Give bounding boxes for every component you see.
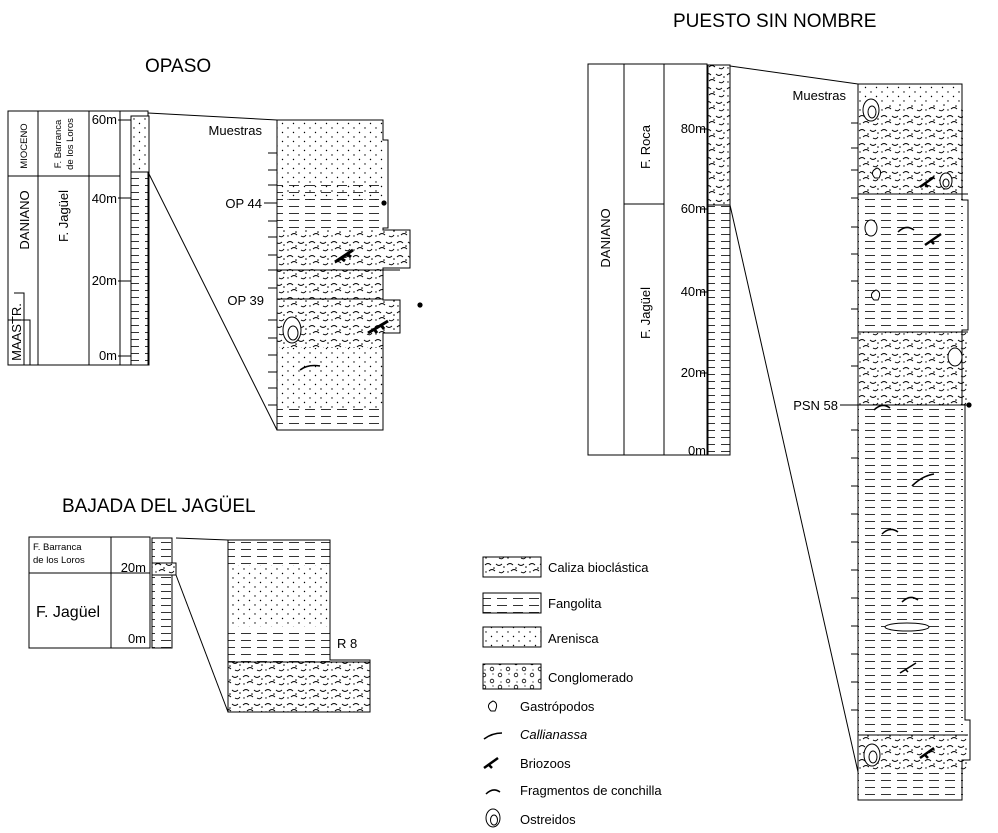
puesto-correlation-lines xyxy=(729,65,859,773)
oyster-icon xyxy=(282,316,302,344)
shell-fragment-icon xyxy=(897,226,915,233)
opaso-sample-op44: OP 44 xyxy=(225,196,262,211)
opaso-sample-op39: OP 39 xyxy=(227,293,264,308)
bryozoan-icon xyxy=(899,662,917,674)
legend-label-gastropodos: Gastrópodos xyxy=(520,699,595,714)
opaso-daniano-label: DANIANO xyxy=(17,190,32,249)
bajada-column-summary xyxy=(28,536,177,649)
puesto-tick-20: 20m xyxy=(681,365,706,380)
bajada-jaguel-label: F. Jagüel xyxy=(36,604,100,621)
oyster-icon xyxy=(939,172,953,190)
opaso-jaguel-label: F. Jagüel xyxy=(56,190,71,242)
legend-label-briozoos: Briozoos xyxy=(520,756,571,771)
gastropod-icon xyxy=(487,700,498,712)
callianassa-icon xyxy=(299,364,321,371)
opaso-tick-60: 60m xyxy=(92,112,117,127)
legend-swatch-conglomerado xyxy=(482,663,542,690)
bajada-tick-20: 20m xyxy=(121,560,146,575)
legend-swatch-arenisca xyxy=(482,626,542,648)
oyster-icon xyxy=(947,347,963,367)
puesto-detailed-column xyxy=(857,83,971,801)
legend-label-arenisca: Arenisca xyxy=(548,631,599,646)
puesto-daniano-label: DANIANO xyxy=(598,208,613,267)
shell-fragment-icon xyxy=(873,404,891,411)
bajada-correlation-lines xyxy=(175,537,229,713)
legend-label-fangolita: Fangolita xyxy=(548,596,602,611)
legend-label-conglomerado: Conglomerado xyxy=(548,670,633,685)
bryozoan-icon xyxy=(334,248,354,264)
legend: Caliza bioclástica Fangolita Arenisca Co… xyxy=(482,556,662,828)
shell-fragment-icon xyxy=(881,528,899,535)
puesto-muestras-label: Muestras xyxy=(793,88,847,103)
legend-label-fragmentos: Fragmentos de conchilla xyxy=(520,783,662,798)
puesto-sample-psn58: PSN 58 xyxy=(793,398,838,413)
bajada-sample-r8: R 8 xyxy=(337,636,357,651)
bryozoan-icon xyxy=(919,746,935,760)
legend-swatch-caliza xyxy=(482,556,542,578)
opaso-mioceno-label: MIOCENO xyxy=(19,123,30,168)
puesto-jaguel-label: F. Jagüel xyxy=(638,287,653,339)
puesto-sample-dot xyxy=(966,402,972,408)
oyster-icon xyxy=(864,219,878,237)
legend-label-ostreidos: Ostreidos xyxy=(520,812,576,827)
opaso-muestras-label: Muestras xyxy=(209,123,263,138)
bajada-detailed-column xyxy=(227,539,371,713)
oyster-icon xyxy=(862,98,880,122)
gastropod-icon xyxy=(870,289,881,301)
callianassa-icon xyxy=(483,732,503,740)
opaso-detailed-column xyxy=(276,119,411,431)
opaso-maastr-label: MAASTR. xyxy=(9,303,24,361)
bryozoan-icon xyxy=(483,756,499,770)
opaso-tick-0: 0m xyxy=(99,348,117,363)
puesto-column-summary xyxy=(587,63,731,456)
opaso-title: OPASO xyxy=(145,56,211,77)
opaso-tick-40: 40m xyxy=(92,191,117,206)
puesto-tick-60: 60m xyxy=(681,201,706,216)
bajada-barranca-label-2: de los Loros xyxy=(33,555,85,566)
legend-label-caliza: Caliza bioclástica xyxy=(548,560,649,575)
opaso-correlation-lines xyxy=(147,112,278,431)
opaso-barranca-label-2: de los Loros xyxy=(65,118,76,170)
bryozoan-icon xyxy=(367,319,389,335)
gastropod-icon xyxy=(871,167,882,179)
puesto-tick-0: 0m xyxy=(688,443,706,458)
legend-swatch-fangolita xyxy=(482,592,542,614)
puesto-roca-label: F. Roca xyxy=(638,124,653,169)
opaso-sample-dot xyxy=(381,200,387,206)
opaso-column-summary xyxy=(7,110,150,366)
oyster-icon xyxy=(485,808,501,828)
shell-fragment-icon xyxy=(485,789,501,795)
legend-label-callianassa: Callianassa xyxy=(520,727,587,742)
opaso-sample-ticks xyxy=(268,152,277,406)
opaso-barranca-label-1: F. Barranca xyxy=(53,119,64,168)
puesto-title: PUESTO SIN NOMBRE xyxy=(673,11,876,32)
bryozoan-icon xyxy=(919,175,935,189)
bryozoan-icon xyxy=(924,232,942,247)
shell-fragment-icon xyxy=(901,596,919,603)
puesto-tick-80: 80m xyxy=(681,121,706,136)
bajada-barranca-label-1: F. Barranca xyxy=(33,542,82,553)
opaso-sample-dot xyxy=(417,302,423,308)
callianassa-icon xyxy=(911,473,935,487)
opaso-tick-20: 20m xyxy=(92,273,117,288)
oyster-icon xyxy=(863,743,881,767)
bajada-tick-0: 0m xyxy=(128,631,146,646)
bajada-title: BAJADA DEL JAGÜEL xyxy=(62,496,256,517)
puesto-sample-ticks xyxy=(851,122,858,711)
puesto-tick-40: 40m xyxy=(681,284,706,299)
